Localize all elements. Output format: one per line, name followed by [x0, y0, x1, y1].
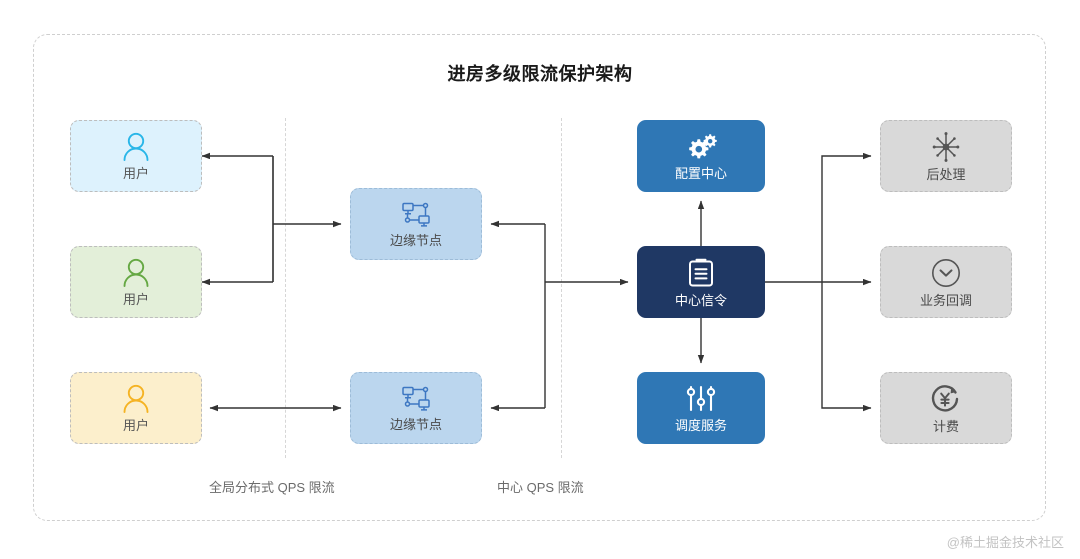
- node-label: 调度服务: [674, 418, 727, 433]
- node-label: 业务回调: [919, 293, 972, 308]
- node-post-processing[interactable]: 后处理: [880, 120, 1012, 192]
- node-label: 配置中心: [674, 166, 727, 181]
- node-label: 后处理: [926, 167, 966, 182]
- node-user-3[interactable]: 用户: [70, 372, 202, 444]
- node-label: 计费: [932, 419, 959, 434]
- yen-refresh-icon: [929, 383, 963, 415]
- network-topology-icon: [400, 385, 432, 413]
- node-config-center[interactable]: 配置中心: [637, 120, 765, 192]
- node-label: 边缘节点: [389, 233, 442, 248]
- node-edge-node-2[interactable]: 边缘节点: [350, 372, 482, 444]
- chevron-down-circle-icon: [930, 257, 962, 289]
- zone-divider-left: [285, 118, 286, 458]
- node-label: 边缘节点: [389, 417, 442, 432]
- gears-icon: [683, 132, 719, 162]
- node-user-2[interactable]: 用户: [70, 246, 202, 318]
- node-central-signaling[interactable]: 中心信令: [637, 246, 765, 318]
- user-icon: [119, 384, 153, 414]
- node-label: 中心信令: [674, 293, 727, 308]
- clipboard-list-icon: [686, 257, 716, 289]
- burst-star-icon: [929, 131, 963, 163]
- node-label: 用户: [122, 166, 149, 181]
- node-user-1[interactable]: 用户: [70, 120, 202, 192]
- wire-signaling-to-postprocess: [821, 152, 872, 282]
- user-icon: [119, 132, 153, 162]
- zone-label-center-qps: 中心 QPS 限流: [497, 480, 584, 495]
- node-business-callback[interactable]: 业务回调: [880, 246, 1012, 318]
- watermark: @稀土掘金技术社区: [946, 535, 1064, 550]
- user-icon: [119, 258, 153, 288]
- zone-divider-right: [561, 118, 562, 458]
- node-billing[interactable]: 计费: [880, 372, 1012, 444]
- node-scheduling-service[interactable]: 调度服务: [637, 372, 765, 444]
- node-edge-node-1[interactable]: 边缘节点: [350, 188, 482, 260]
- zone-label-global-qps: 全局分布式 QPS 限流: [209, 480, 335, 495]
- page-title: 进房多级限流保护架构: [447, 64, 633, 84]
- sliders-icon: [684, 384, 718, 414]
- node-label: 用户: [122, 292, 149, 307]
- node-label: 用户: [122, 418, 149, 433]
- network-topology-icon: [400, 201, 432, 229]
- wire-signaling-to-billing: [821, 282, 872, 412]
